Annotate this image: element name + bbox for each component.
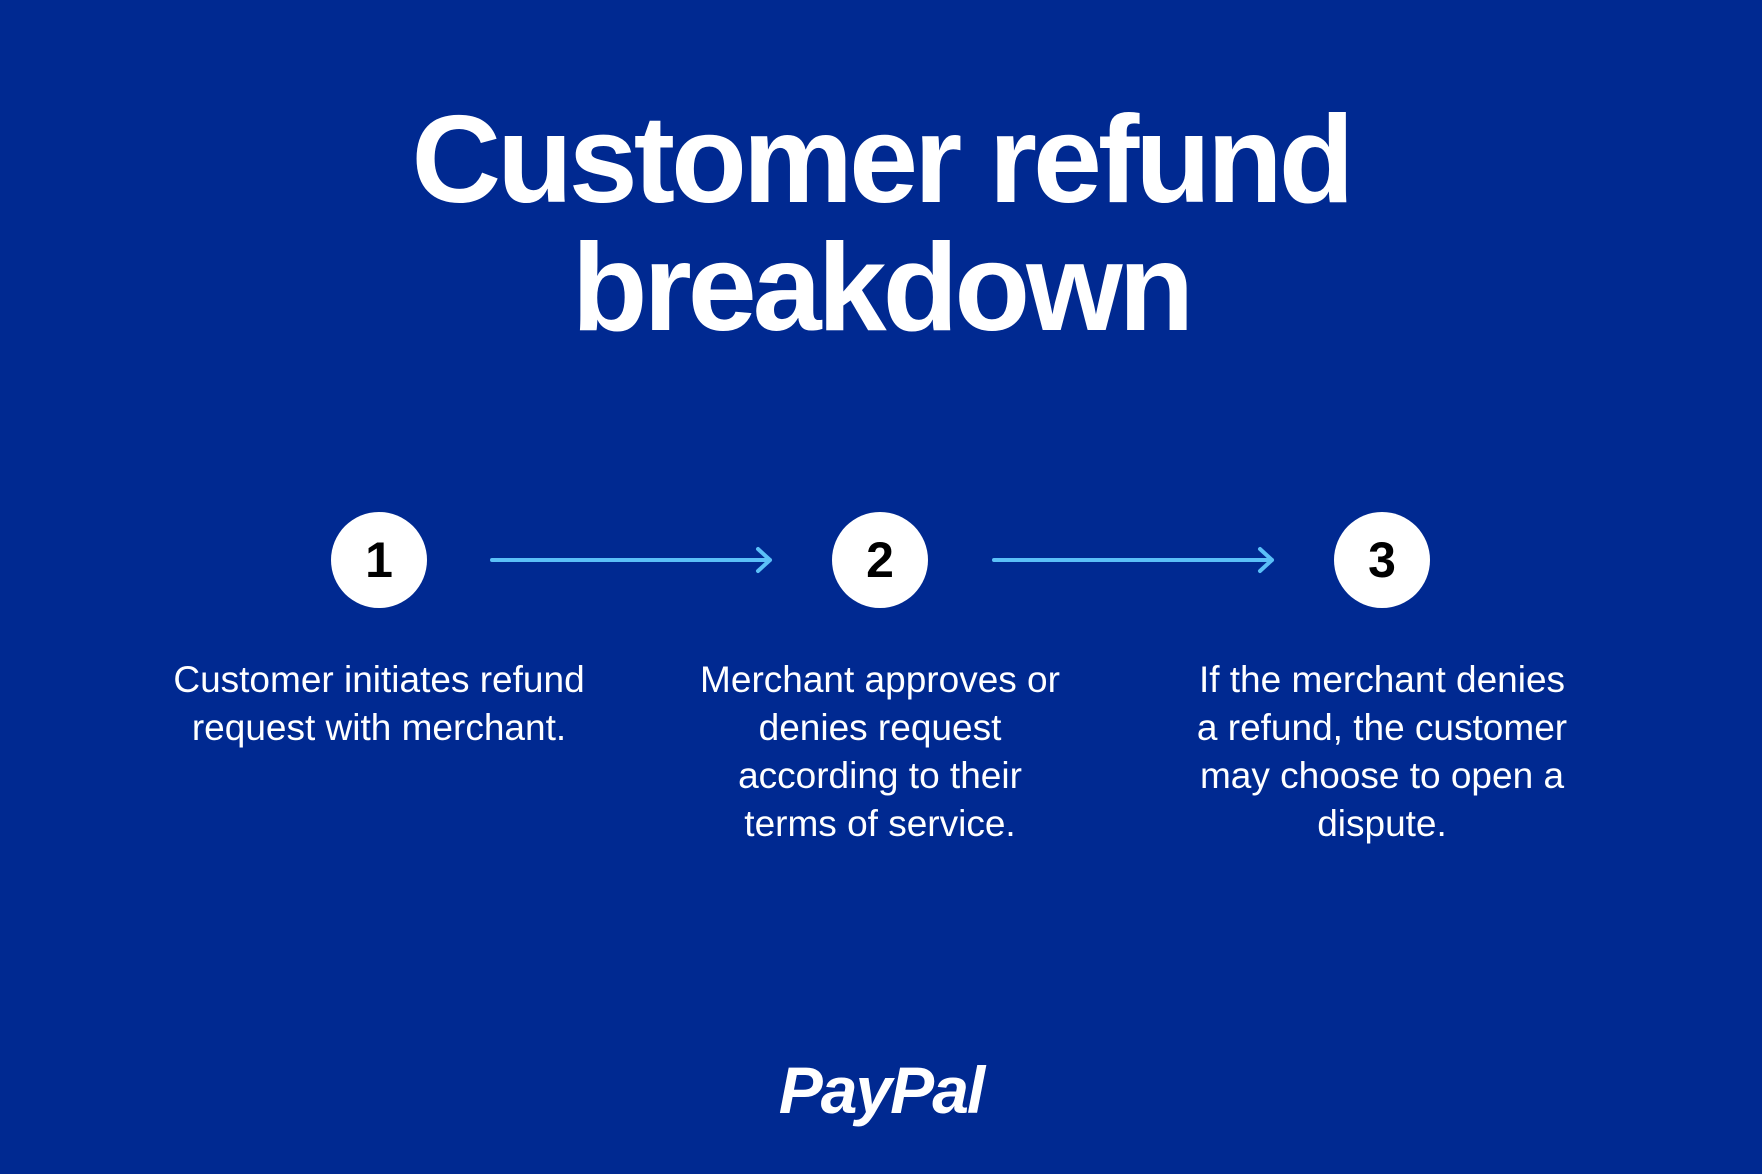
step-2-description: Merchant approves or denies request acco… — [700, 659, 1060, 844]
arrow-right-icon — [992, 547, 1274, 573]
step-3-badge: 3 — [1334, 512, 1430, 608]
page-title: Customer refund breakdown — [0, 96, 1762, 352]
step-2-badge: 2 — [832, 512, 928, 608]
title-line-2: breakdown — [571, 219, 1195, 357]
paypal-logo: PayPal — [778, 1053, 986, 1127]
step-1-description: Customer initiates refund request with m… — [173, 659, 585, 748]
arrow-right-icon — [490, 547, 772, 573]
step-3-description: If the merchant denies a refund, the cus… — [1196, 659, 1568, 844]
title-line-1: Customer refund — [411, 91, 1355, 229]
step-1-badge: 1 — [331, 512, 427, 608]
